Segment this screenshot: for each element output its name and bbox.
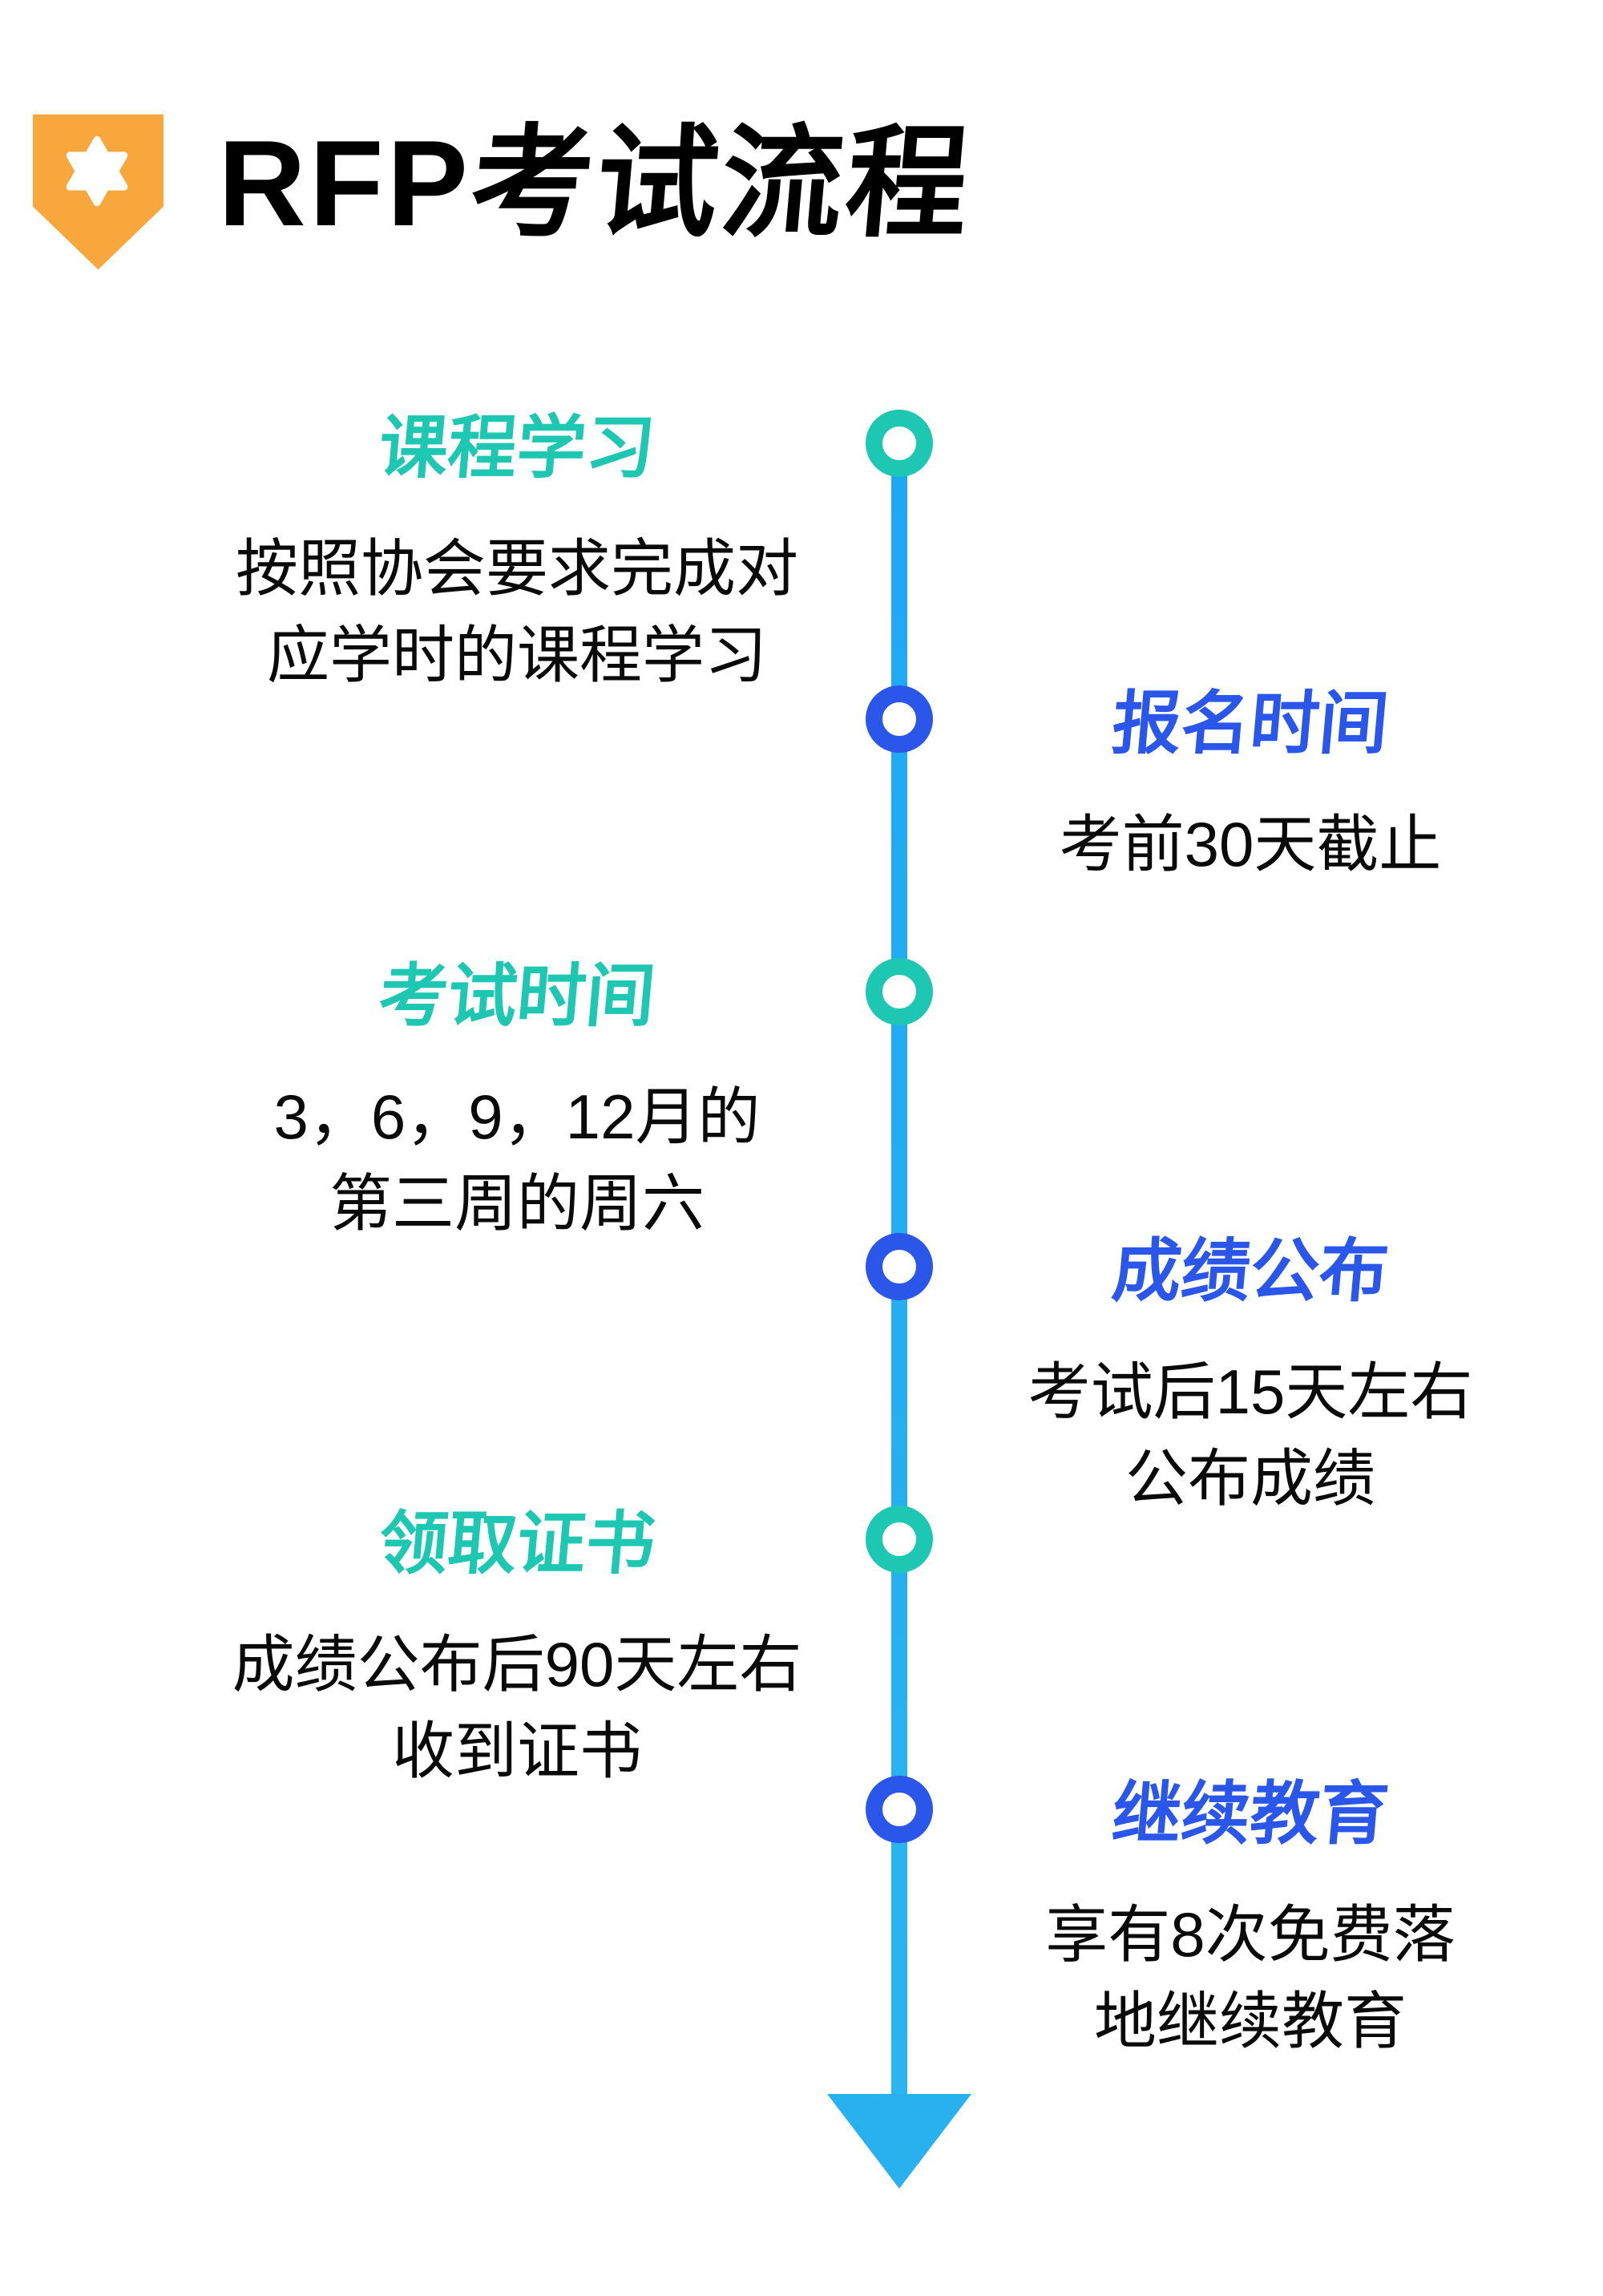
step-5-text: 领取证书 成绩公布后90天左右 收到证书 — [156, 1506, 878, 1794]
page-title: RFP考试流程 — [218, 115, 977, 252]
page-title-latin: RFP — [218, 115, 471, 252]
step-4-desc-line: 考试后15天左右 — [1028, 1356, 1473, 1427]
step-1-desc-line: 按照协会要求完成对 — [235, 533, 798, 604]
step-3-title: 考试时间 — [375, 958, 659, 1035]
timeline-node-6 — [866, 1776, 933, 1843]
step-1-desc-line: 应学时的课程学习 — [266, 620, 767, 690]
step-4-desc-line: 公布成绩 — [1125, 1443, 1375, 1514]
step-2-desc-line: 考前30天截止 — [1059, 809, 1442, 879]
timeline-node-3 — [866, 958, 933, 1025]
step-4-text: 成绩公布 考试后15天左右 公布成绩 — [918, 1233, 1583, 1522]
down-arrow-icon — [827, 2094, 971, 2189]
step-5-desc: 成绩公布后90天左右 收到证书 — [156, 1621, 878, 1794]
step-1-desc: 按照协会要求完成对 应学时的课程学习 — [156, 525, 878, 698]
step-2-title: 报名时间 — [1108, 685, 1392, 762]
page-title-cjk: 考试流程 — [465, 115, 978, 252]
timeline-node-4 — [866, 1233, 933, 1300]
step-3-desc: 3，6，9，12月的 第三周的周六 — [156, 1073, 878, 1247]
step-3-desc-line: 3，6，9，12月的 — [273, 1081, 761, 1152]
step-2-desc: 考前30天截止 — [918, 801, 1583, 887]
step-5-title: 领取证书 — [375, 1506, 659, 1583]
banner-star-badge-icon — [33, 114, 164, 270]
step-4-title: 成绩公布 — [1108, 1233, 1392, 1310]
step-6-desc-line: 享有8次免费落 — [1045, 1899, 1456, 1970]
step-5-desc-line: 成绩公布后90天左右 — [232, 1629, 802, 1700]
step-6-text: 继续教育 享有8次免费落 地继续教育 — [918, 1776, 1583, 2064]
step-5-desc-line: 收到证书 — [391, 1716, 642, 1786]
step-4-desc: 考试后15天左右 公布成绩 — [918, 1348, 1583, 1522]
step-6-title: 继续教育 — [1108, 1776, 1392, 1853]
step-1-title: 课程学习 — [375, 410, 659, 487]
step-1-text: 课程学习 按照协会要求完成对 应学时的课程学习 — [156, 410, 878, 698]
step-3-desc-line: 第三周的周六 — [329, 1168, 705, 1239]
step-6-desc-line: 地继续教育 — [1093, 1986, 1407, 2056]
step-2-text: 报名时间 考前30天截止 — [918, 685, 1583, 887]
step-3-text: 考试时间 3，6，9，12月的 第三周的周六 — [156, 958, 878, 1247]
step-6-desc: 享有8次免费落 地继续教育 — [918, 1891, 1583, 2064]
